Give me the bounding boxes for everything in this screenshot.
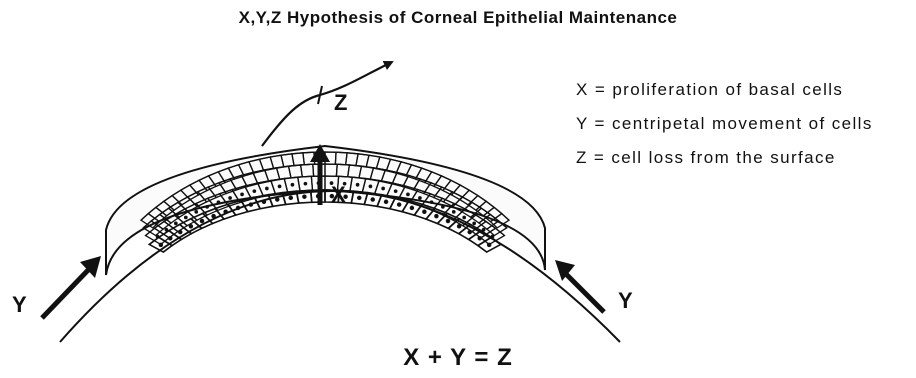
cell-nucleus bbox=[289, 196, 292, 199]
cell-nucleus bbox=[217, 201, 219, 203]
cell-nucleus bbox=[371, 198, 374, 201]
cell-nucleus bbox=[262, 200, 265, 203]
cell-nucleus bbox=[266, 187, 268, 189]
cell-nucleus bbox=[453, 211, 455, 213]
cell-nucleus bbox=[491, 235, 493, 237]
label-y-left: Y bbox=[12, 292, 27, 318]
cell-nucleus bbox=[382, 187, 384, 189]
y-left-arrow bbox=[42, 266, 92, 318]
cell-nucleus bbox=[236, 206, 239, 209]
cell-nucleus bbox=[276, 198, 279, 201]
cell-nucleus bbox=[224, 210, 227, 213]
cell-nucleus bbox=[206, 206, 208, 208]
cell-nucleus bbox=[463, 216, 465, 218]
cell-nucleus bbox=[303, 195, 306, 198]
cell-nucleus bbox=[458, 225, 461, 228]
cell-nucleus bbox=[430, 201, 432, 203]
cell-nucleus bbox=[195, 211, 197, 213]
cell-nucleus bbox=[384, 200, 387, 203]
label-y-right: Y bbox=[618, 288, 633, 314]
cell-nucleus bbox=[278, 185, 280, 187]
cell-nucleus bbox=[410, 206, 413, 209]
cell-nucleus bbox=[175, 222, 177, 224]
legend: X = proliferation of basal cells Y = cen… bbox=[576, 78, 873, 180]
cell-nucleus bbox=[189, 225, 192, 228]
cell-nucleus bbox=[241, 193, 243, 195]
cell-nucleus bbox=[423, 210, 426, 213]
equation: X + Y = Z bbox=[0, 344, 916, 372]
cell-nucleus bbox=[369, 185, 371, 187]
label-z: Z bbox=[334, 90, 347, 116]
cell-nucleus bbox=[291, 184, 293, 186]
cell-nucleus bbox=[229, 197, 231, 199]
cell-nucleus bbox=[249, 203, 252, 206]
cell-nucleus bbox=[156, 235, 158, 237]
cell-nucleus bbox=[398, 203, 401, 206]
cell-nucleus bbox=[165, 229, 167, 231]
cell-nucleus bbox=[407, 193, 409, 195]
cell-nucleus bbox=[253, 190, 255, 192]
cell-nucleus bbox=[394, 190, 396, 192]
cell-nucleus bbox=[304, 182, 306, 184]
cell-nucleus bbox=[356, 184, 358, 186]
cell-nucleus bbox=[446, 219, 449, 222]
cell-nucleus bbox=[442, 206, 444, 208]
cell-nucleus bbox=[419, 197, 421, 199]
cell-nucleus bbox=[212, 215, 215, 218]
legend-z: Z = cell loss from the surface bbox=[576, 146, 873, 180]
cell-nucleus bbox=[358, 196, 361, 199]
cell-nucleus bbox=[200, 219, 203, 222]
legend-y: Y = centripetal movement of cells bbox=[576, 112, 873, 146]
legend-x: X = proliferation of basal cells bbox=[576, 78, 873, 112]
cell-nucleus bbox=[482, 229, 484, 231]
cell-nucleus bbox=[435, 215, 438, 218]
cell-nucleus bbox=[185, 216, 187, 218]
label-x: X bbox=[331, 182, 346, 208]
cell-nucleus bbox=[473, 222, 475, 224]
z-arrow bbox=[262, 62, 392, 146]
